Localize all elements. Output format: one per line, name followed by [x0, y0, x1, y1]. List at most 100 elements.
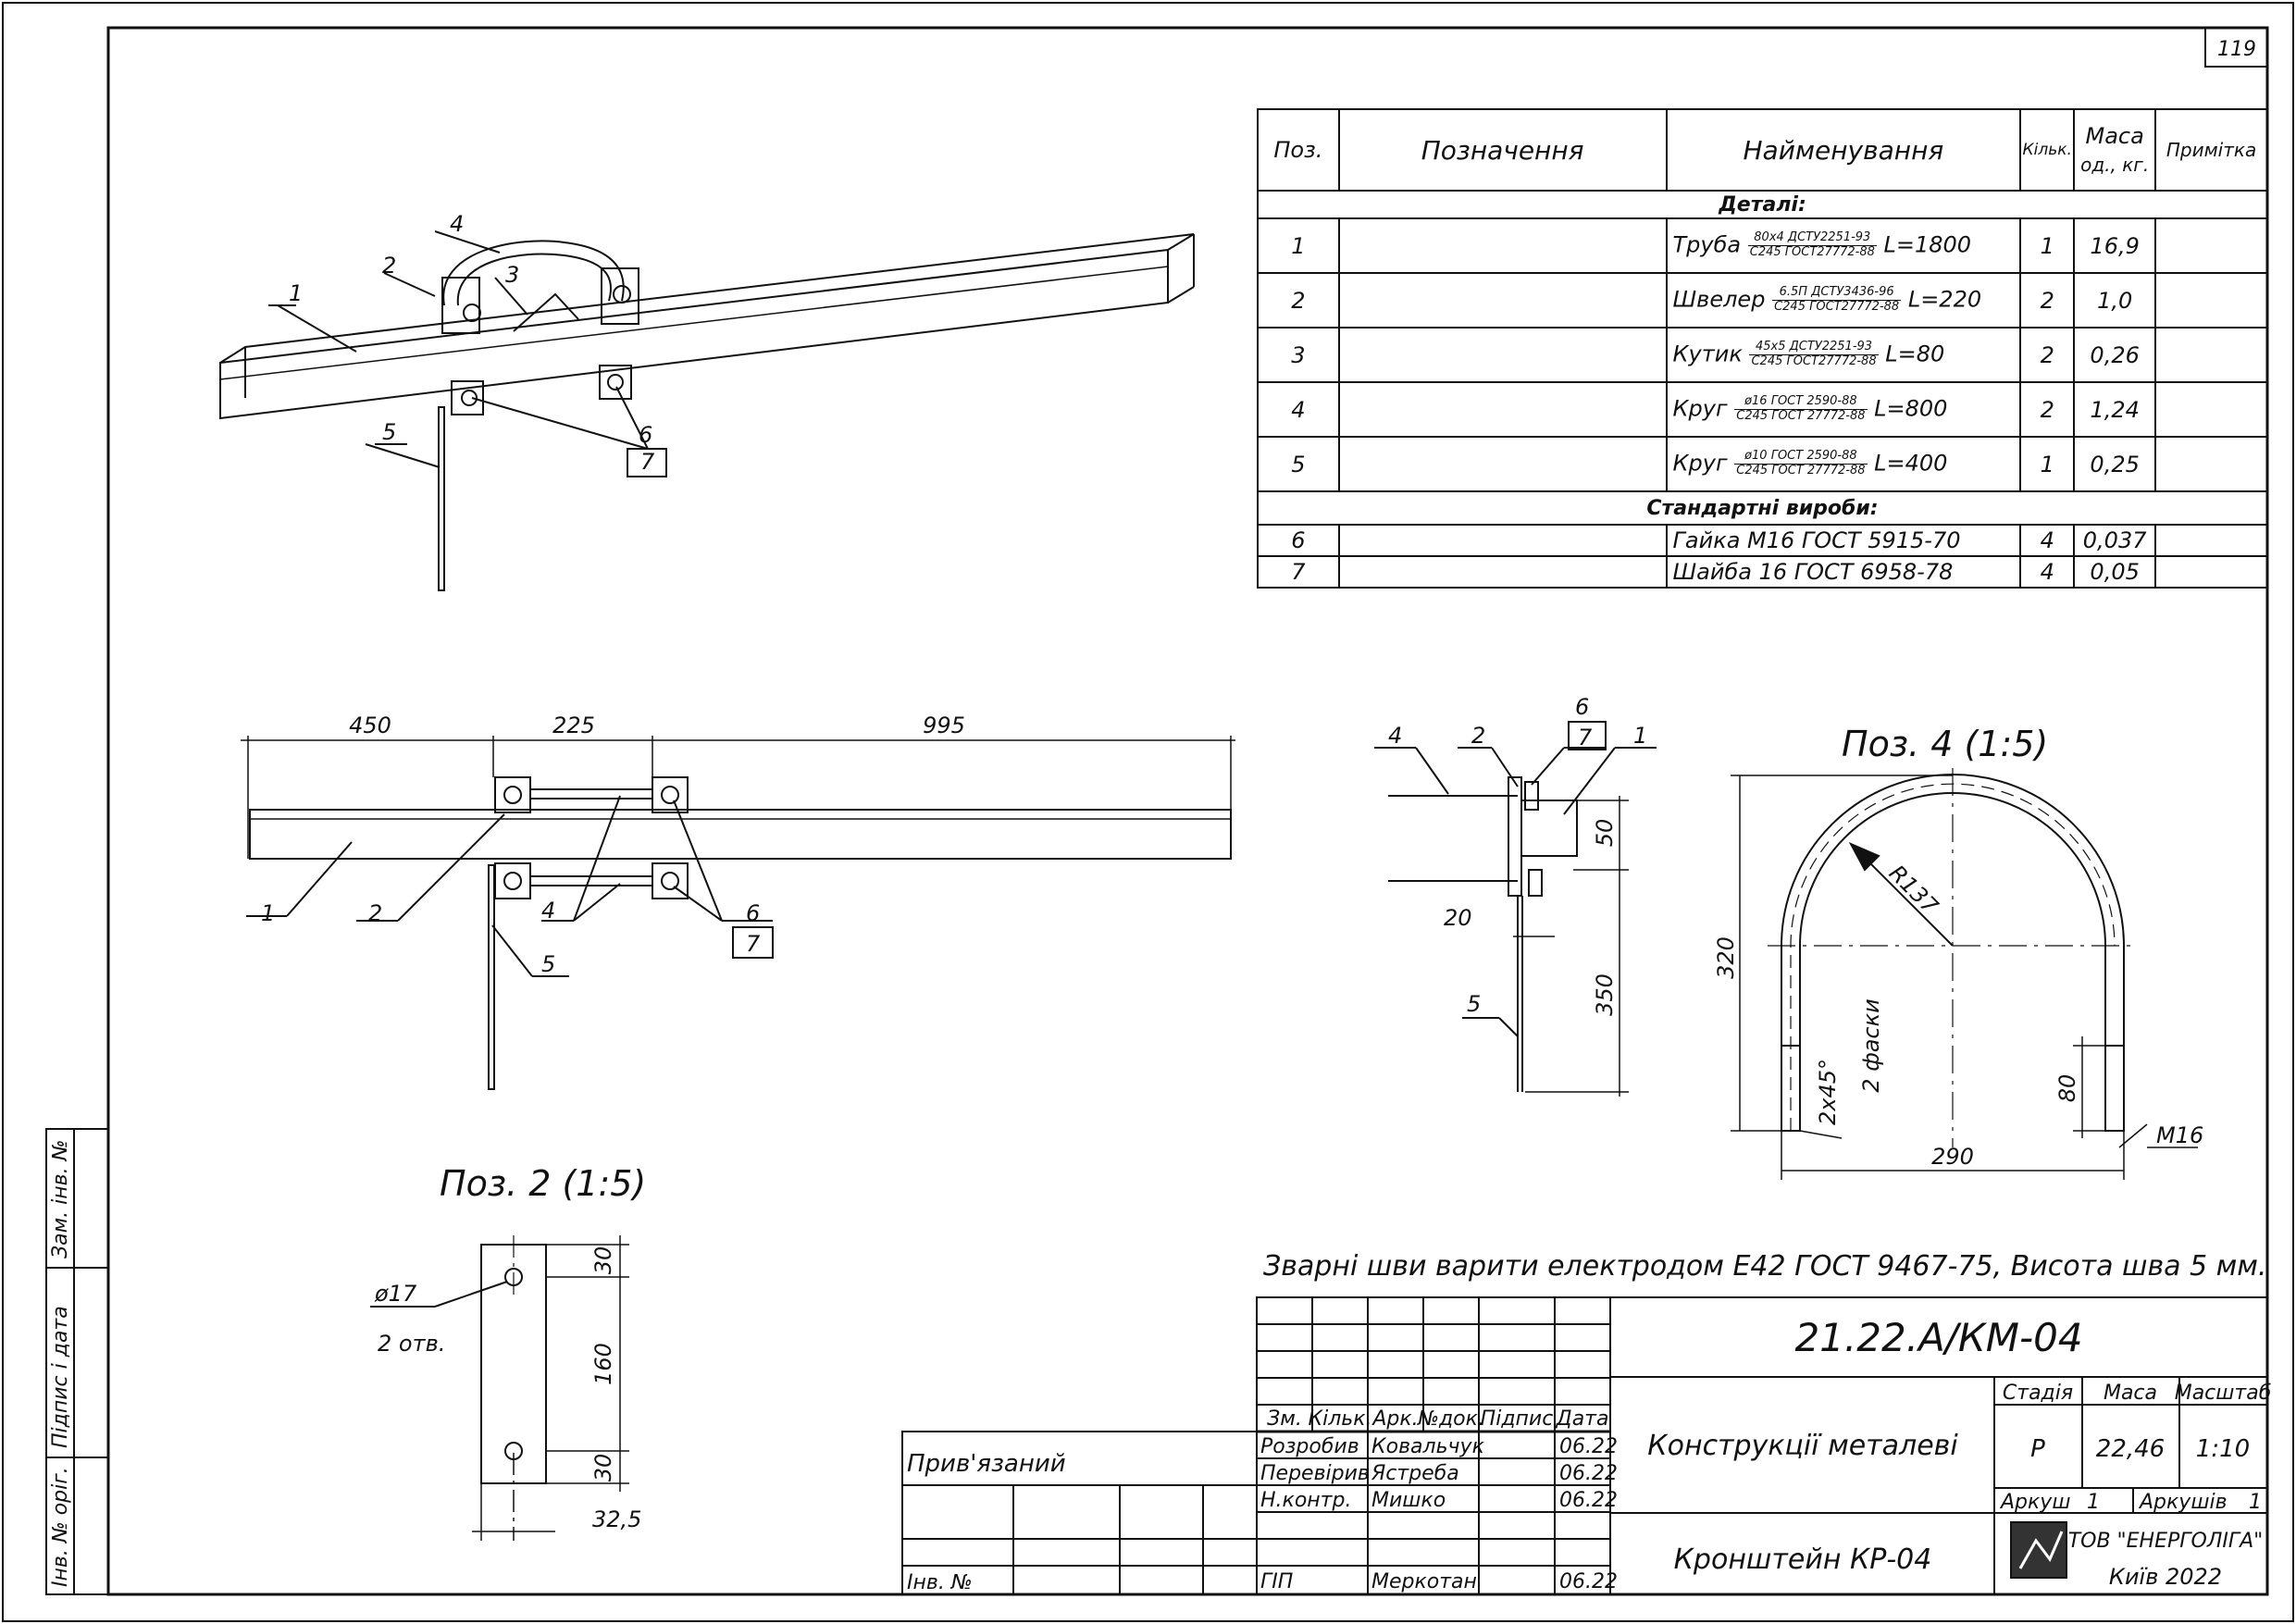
spec-row-qty: 2	[2019, 381, 2076, 438]
spec-section-standard: Стандартні вироби:	[1257, 490, 2268, 526]
spec-row-steel: С245 ГОСТ 27772-88	[1736, 464, 1866, 477]
sheet-number-box	[2204, 27, 2268, 68]
spec-row-mass: 16,9	[2073, 217, 2157, 274]
pos2-hole-bottom	[504, 1442, 523, 1460]
spec-row-qty: 1	[2019, 217, 2076, 274]
spec-header-note: Примітка	[2154, 108, 2268, 192]
plan-label-7: 7	[746, 931, 761, 957]
plan-label-4: 4	[541, 898, 555, 924]
side-label-2: 2	[1471, 723, 1485, 749]
tb-mass: 22,46	[2096, 1435, 2165, 1463]
tb-date-3: 06.22	[1559, 1489, 1618, 1512]
spec-std-designation	[1337, 524, 1668, 557]
side-dim-50: 50	[1592, 819, 1618, 848]
tb-name-3: Мишко	[1371, 1489, 1446, 1512]
spec-row-note	[2154, 381, 2268, 438]
pos2-dim-30-top: 30	[590, 1246, 616, 1275]
tb-col-doc: №док.	[1417, 1407, 1484, 1431]
stamp-replaced-inv: Зам. інв. №	[49, 1140, 72, 1259]
stamp-signature-date: Підпис і дата	[49, 1306, 72, 1448]
side-label-4: 4	[1388, 723, 1402, 749]
pos4-radius: R137	[1884, 860, 1943, 919]
spec-std-designation	[1337, 555, 1668, 589]
tb-code: 21.22.А/КМ-04	[1794, 1315, 2082, 1360]
tb-stage-label: Стадія	[2003, 1382, 2073, 1405]
tb-inv: Інв. №	[907, 1571, 973, 1594]
tb-project-title: Конструкції металеві	[1647, 1430, 1958, 1462]
spec-row-profile: 80x4 ДСТУ2251-93	[1747, 230, 1877, 246]
iso-view	[219, 230, 1195, 591]
weld-note: Зварні шви варити електродом Е42 ГОСТ 94…	[1263, 1250, 2266, 1283]
spec-row-designation	[1337, 272, 1668, 329]
spec-row-qty: 2	[2019, 327, 2076, 383]
spec-row-qty: 2	[2019, 272, 2076, 329]
tb-col-qty: Кільк.	[1308, 1407, 1371, 1431]
spec-row-steel: С245 ГОСТ27772-88	[1749, 245, 1875, 259]
iso-tube-top	[219, 233, 1195, 364]
tb-sheets-label: Аркушів	[2138, 1491, 2228, 1514]
tb-company: ТОВ "ЕНЕРГОЛІГА"	[2068, 1530, 2264, 1553]
spec-row-name-text: Швелер	[1672, 286, 1766, 313]
spec-row-length: L=800	[1874, 395, 1948, 422]
pos2-hole: ø17	[374, 1281, 417, 1307]
pos4-view	[1731, 768, 2198, 1180]
tb-scale-label: Масштаб	[2175, 1382, 2272, 1405]
tb-name-1: Ковальчук	[1371, 1435, 1485, 1458]
iso-angle	[513, 292, 579, 332]
iso-label-1: 1	[289, 280, 303, 306]
company-logo	[2010, 1521, 2067, 1579]
spec-row-length: L=400	[1874, 450, 1948, 477]
tb-date-1: 06.22	[1559, 1435, 1618, 1458]
plan-plate-1	[494, 776, 531, 813]
spec-table: Поз. Позначення Найменування Кільк. Маса…	[1257, 108, 2268, 589]
iso-plate-lower-left	[451, 380, 484, 415]
spec-row-profile: 6.5П ДСТУ3436-96	[1772, 285, 1902, 301]
spec-row-name-text: Круг	[1672, 450, 1728, 477]
iso-label-2: 2	[382, 253, 396, 279]
spec-row-designation	[1337, 217, 1668, 274]
side-label-1: 1	[1633, 723, 1647, 749]
spec-header-qty: Кільк.	[2019, 108, 2076, 192]
spec-std-name: Гайка М16 ГОСТ 5915-70	[1665, 524, 2022, 557]
side-label-6: 6	[1575, 694, 1589, 720]
tb-role-2: Перевірив	[1260, 1462, 1370, 1485]
tb-sheet: 1	[2087, 1491, 2100, 1514]
iso-label-3: 3	[505, 262, 519, 288]
spec-std-qty: 4	[2019, 524, 2076, 557]
tb-date-2: 06.22	[1559, 1462, 1618, 1485]
tb-role-4: ГІП	[1260, 1570, 1293, 1593]
spec-row-mass: 1,0	[2073, 272, 2157, 329]
iso-tube	[219, 248, 1169, 420]
spec-std-qty: 4	[2019, 555, 2076, 589]
tb-col-date: Дата	[1556, 1407, 1609, 1431]
spec-row-note	[2154, 217, 2268, 274]
plan-label-5: 5	[541, 951, 555, 977]
spec-std-pos: 7	[1257, 555, 1340, 589]
sheet-number: 119	[2217, 38, 2256, 61]
plan-plate-2	[652, 776, 689, 813]
tb-mass-label: Маса	[2104, 1382, 2157, 1405]
spec-header-mass-2: од., кг.	[2080, 154, 2150, 176]
spec-row-pos: 4	[1257, 381, 1340, 438]
spec-row-qty: 1	[2019, 436, 2076, 492]
tb-col-change: Зм.	[1267, 1407, 1302, 1431]
spec-row-designation	[1337, 436, 1668, 492]
tb-bound: Прив'язаний	[907, 1450, 1066, 1478]
plan-tube	[249, 809, 1232, 860]
tb-drawing-title: Кронштейн КР-04	[1674, 1543, 1932, 1576]
iso-plate-lower-right	[599, 365, 632, 400]
iso-plate-upper-left	[441, 277, 480, 334]
